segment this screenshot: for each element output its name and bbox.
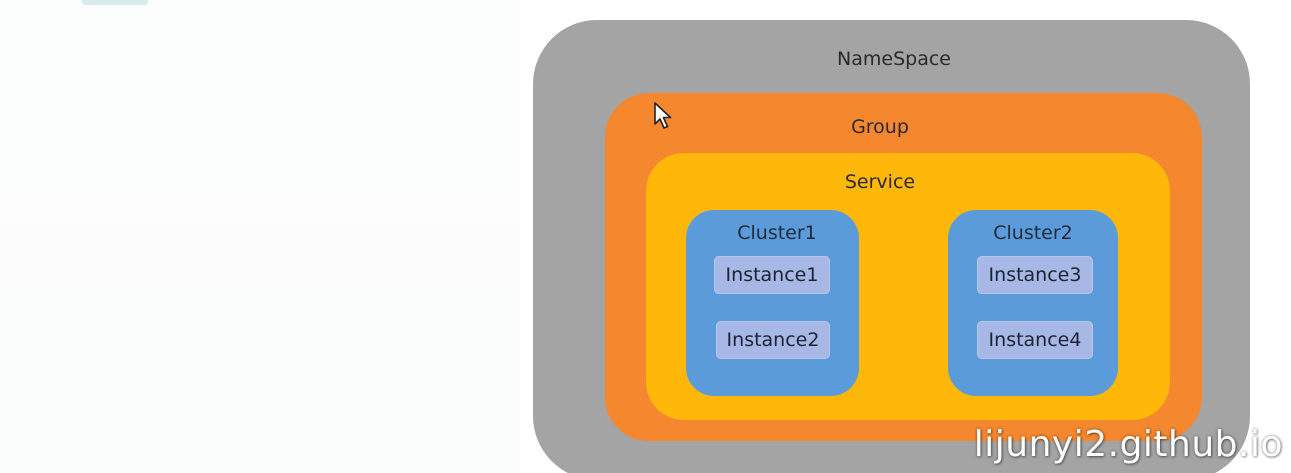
instance-1-box: Instance1 <box>714 256 830 294</box>
namespace-label: NameSpace <box>837 48 951 70</box>
instance-3-box: Instance3 <box>977 256 1093 294</box>
ghost-title-bar <box>82 0 148 5</box>
cluster-1-box <box>686 210 859 396</box>
instance-2-box: Instance2 <box>716 321 830 359</box>
cluster-2-label: Cluster2 <box>993 222 1073 244</box>
watermark-text: lijunyi2.github.io <box>973 424 1283 465</box>
cluster-1-label: Cluster1 <box>737 222 817 244</box>
service-label: Service <box>844 171 916 193</box>
mouse-pointer-icon <box>654 102 672 129</box>
cluster-2-box <box>948 210 1118 396</box>
blank-slide-area <box>0 0 520 473</box>
instance-4-box: Instance4 <box>977 321 1093 359</box>
group-label: Group <box>851 116 909 138</box>
